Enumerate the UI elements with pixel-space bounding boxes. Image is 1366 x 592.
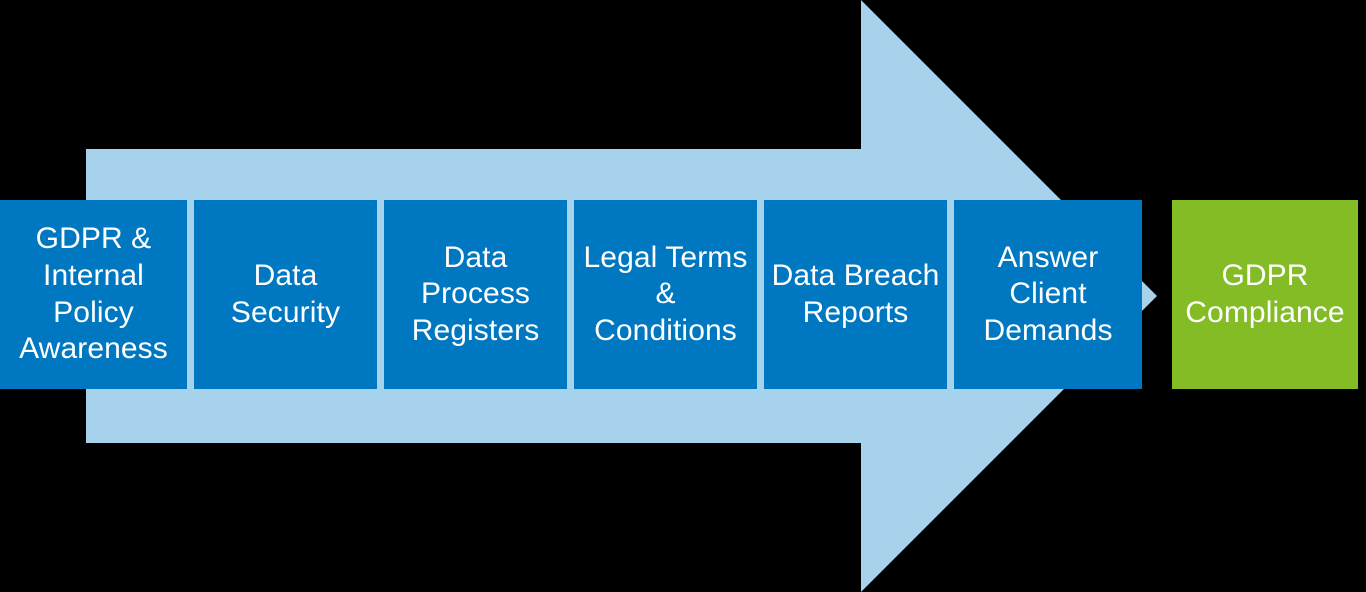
step-box-gdpr-internal-policy-awareness[interactable]: GDPR & Internal Policy Awareness (0, 200, 187, 389)
step-box-data-breach-reports[interactable]: Data Breach Reports (764, 200, 947, 389)
step-box-data-process-registers[interactable]: Data Process Registers (384, 200, 567, 389)
step-box-legal-terms-conditions[interactable]: Legal Terms & Conditions (574, 200, 757, 389)
outcome-box-gdpr-compliance[interactable]: GDPR Compliance (1172, 200, 1358, 389)
step-box-data-security[interactable]: Data Security (194, 200, 377, 389)
step-box-answer-client-demands[interactable]: Answer Client Demands (954, 200, 1142, 389)
